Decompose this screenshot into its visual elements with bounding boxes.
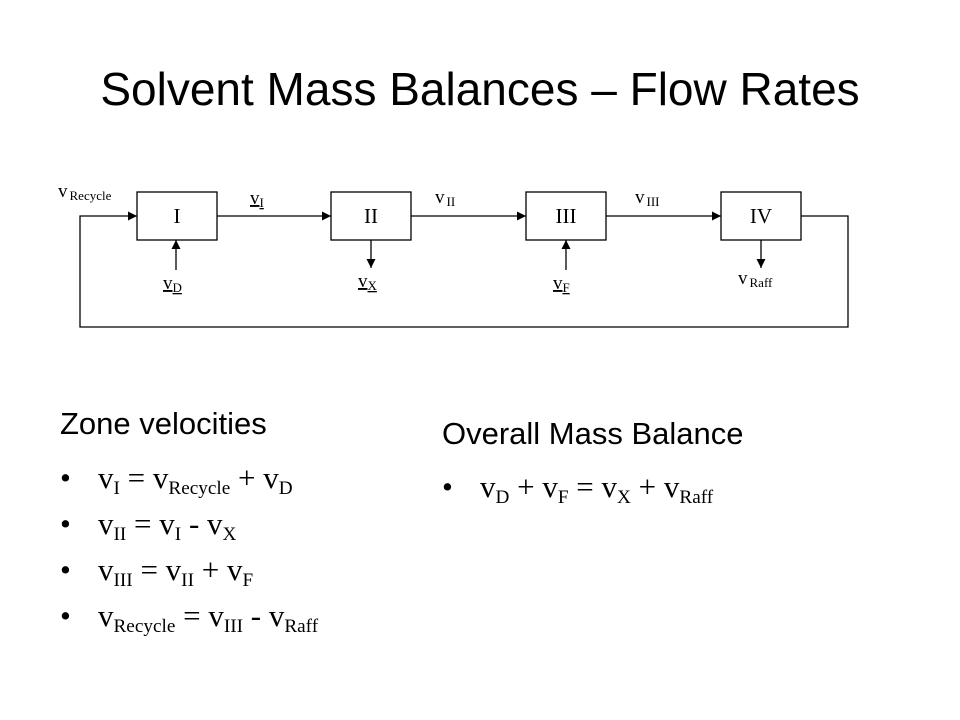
equation-text: + v [509, 469, 558, 504]
equation-subscript: Raff [284, 615, 319, 637]
equation-text: + v [230, 460, 279, 495]
bullet-icon: • [442, 469, 453, 504]
equation-subscript: D [495, 486, 510, 508]
zone-box-1 [136, 191, 218, 241]
equation-text: v [98, 598, 114, 633]
bullet-icon: • [60, 460, 71, 495]
bullet-icon: • [60, 552, 71, 587]
equation-item: • vIII = vII + vF [60, 547, 318, 593]
zone-velocity-equations: •vI = vRecycle + vD•vII = vI - vX•vIII =… [60, 455, 318, 639]
equation-text: = v [132, 552, 182, 587]
page-title: Solvent Mass Balances – Flow Rates [100, 63, 860, 115]
zone-label-2: II [364, 204, 378, 228]
equation-text: v [98, 552, 114, 587]
bullet-icon: • [60, 598, 71, 633]
port-label-extract: vX [358, 271, 378, 293]
zone-label-3: III [556, 204, 577, 228]
port-label-desorbent: vD [163, 273, 182, 295]
equation-item: • vI = vRecycle + vD [60, 455, 318, 501]
equation-subscript: II [113, 523, 127, 545]
equation-text: = v [175, 598, 224, 633]
zone-box-3 [525, 191, 607, 241]
equation-text: + v [193, 552, 243, 587]
equation-subscript: I [174, 523, 182, 545]
zone-label-4: IV [750, 204, 772, 228]
recycle-loop-line [79, 211, 849, 328]
bullet-icon: • [60, 506, 71, 541]
equation-text: - v [243, 598, 285, 633]
equation-subscript: X [617, 486, 631, 508]
port-label-feed: vF [553, 273, 570, 295]
zone-label-1: I [174, 204, 181, 228]
equation-text: v [98, 506, 114, 541]
zone-velocities-heading: Zone velocities [60, 406, 267, 441]
equation-item: •vD + vF = vX + vRaff [442, 464, 713, 510]
equation-text: = v [126, 506, 175, 541]
equation-text: = v [568, 469, 618, 504]
flow-label-zone-1: vI [250, 188, 264, 210]
equation-subscript: F [557, 486, 569, 508]
overall-balance-equations: •vD + vF = vX + vRaff [442, 464, 713, 510]
equation-text: v [480, 469, 496, 504]
equation-text: - v [181, 506, 223, 541]
equation-subscript: F [242, 569, 254, 591]
overall-balance-heading: Overall Mass Balance [442, 416, 744, 451]
equation-subscript: III [223, 615, 244, 637]
equation-subscript: Recycle [168, 477, 231, 499]
equation-subscript: D [278, 477, 293, 499]
equation-item: • vII = vI - vX [60, 501, 318, 547]
equation-subscript: Raff [679, 486, 714, 508]
equation-text: v [98, 460, 114, 495]
equation-subscript: I [113, 477, 120, 499]
equation-subscript: Recycle [113, 615, 176, 637]
equation-text: = v [119, 460, 169, 495]
equation-item: • vRecycle = vIII - vRaff [60, 593, 318, 639]
equation-subscript: X [222, 523, 237, 545]
equation-subscript: III [113, 569, 133, 591]
equation-subscript: II [181, 569, 194, 591]
equation-text: + v [630, 469, 680, 504]
